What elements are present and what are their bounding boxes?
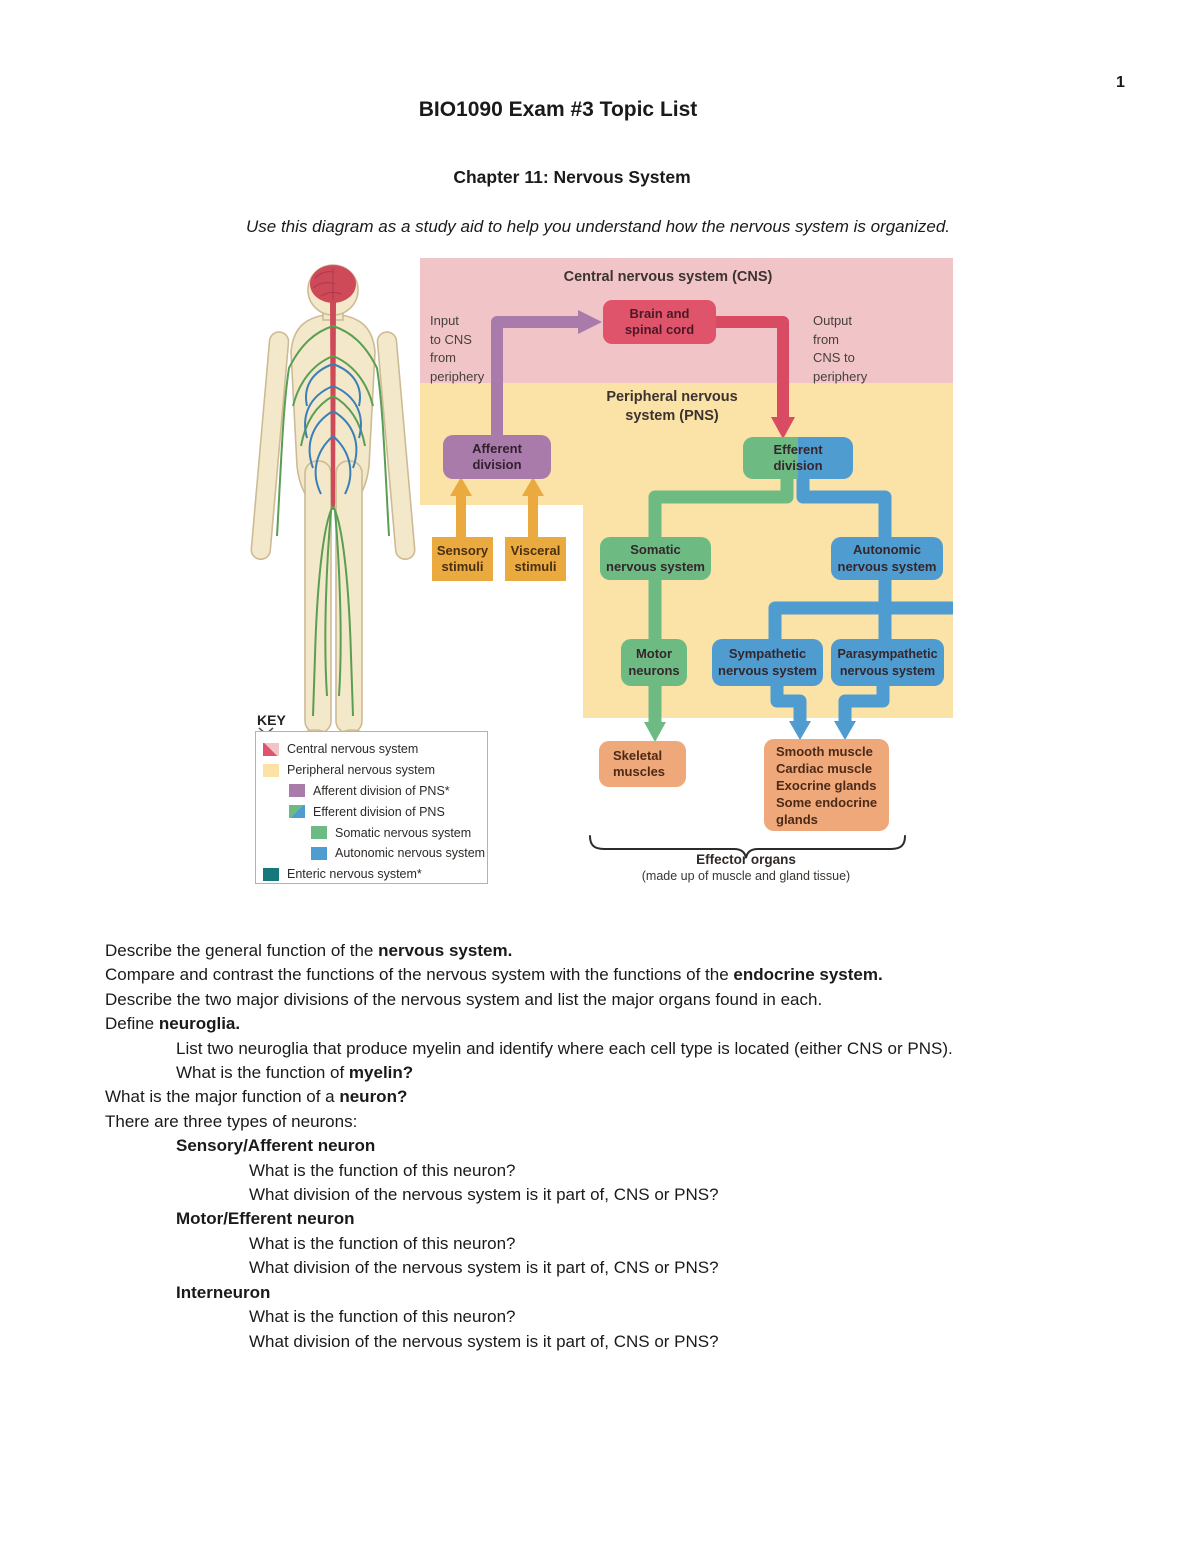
pns-region-label: Peripheral nervous system (PNS) bbox=[606, 389, 738, 424]
key-item-label: Peripheral nervous system bbox=[287, 763, 435, 778]
somatic-swatch bbox=[311, 826, 327, 840]
question-line: What division of the nervous system is i… bbox=[249, 1185, 719, 1205]
question-line: List two neuroglia that produce myelin a… bbox=[176, 1038, 953, 1058]
arrowhead bbox=[834, 721, 856, 740]
input-label: Input to CNS from periphery bbox=[430, 313, 485, 384]
key-item-enteric: Enteric nervous system* bbox=[256, 864, 487, 885]
key-item-efferent: Efferent division of PNS bbox=[256, 801, 487, 822]
key-item-afferent: Afferent division of PNS* bbox=[256, 781, 487, 802]
enteric-swatch bbox=[263, 867, 279, 881]
page-number: 1 bbox=[1116, 74, 1125, 91]
sympathetic-box: Sympathetic nervous system bbox=[712, 639, 823, 686]
question-line: Motor/Efferent neuron bbox=[176, 1209, 355, 1229]
efferent-swatch bbox=[289, 805, 305, 819]
intro-sentence: Use this diagram as a study aid to help … bbox=[246, 217, 950, 236]
question-line: Describe the general function of the ner… bbox=[105, 941, 513, 960]
afferent-swatch bbox=[289, 784, 305, 798]
question-line: What is the function of myelin? bbox=[176, 1063, 414, 1083]
motor-neurons-box: Motor neurons bbox=[621, 639, 687, 686]
key-item-label: Somatic nervous system bbox=[335, 825, 472, 840]
question-line: What is the major function of a neuron? bbox=[105, 1087, 408, 1107]
brain-spinal-cord-box: Brain and spinal cord bbox=[603, 300, 716, 344]
question-line: Compare and contrast the functions of th… bbox=[105, 965, 883, 985]
key-item-cns: Central nervous system bbox=[256, 739, 487, 760]
autonomic-swatch bbox=[311, 846, 327, 860]
skeletal-muscles-box: Skeletal muscles bbox=[599, 741, 686, 787]
output-label: Output from CNS to periphery bbox=[813, 313, 868, 384]
efferent-division-box: Efferent division bbox=[743, 437, 853, 479]
effector-brace bbox=[589, 835, 906, 859]
question-line: Define neuroglia. bbox=[105, 1014, 241, 1034]
cns-region-label: Central nervous system (CNS) bbox=[563, 269, 773, 285]
key-item-label: Autonomic nervous system bbox=[335, 846, 486, 861]
key-item-pns: Peripheral nervous system bbox=[256, 760, 487, 781]
page-title: BIO1090 Exam #3 Topic List bbox=[418, 98, 698, 121]
autonomic-nervous-system-box: Autonomic nervous system bbox=[831, 537, 943, 580]
parasympathetic-box: Parasympathetic nervous system bbox=[831, 639, 944, 686]
topic-question-list: Describe the general function of the ner… bbox=[105, 939, 1105, 1354]
somatic-nervous-system-box: Somatic nervous system bbox=[600, 537, 711, 580]
visceral-stimuli-box: Visceral stimuli bbox=[505, 537, 566, 581]
key-title: KEY bbox=[257, 712, 286, 728]
effector-caption-title: Effector organs bbox=[696, 852, 796, 867]
effector-caption-sub: (made up of muscle and gland tissue) bbox=[641, 869, 851, 883]
key-item-label: Central nervous system bbox=[287, 742, 419, 757]
question-line: What is the function of this neuron? bbox=[249, 1307, 516, 1327]
pns-swatch bbox=[263, 763, 279, 777]
question-line: What is the function of this neuron? bbox=[249, 1160, 516, 1180]
key-item-label: Afferent division of PNS* bbox=[313, 783, 450, 798]
cns-swatch bbox=[263, 742, 279, 756]
key-item-autonomic: Autonomic nervous system bbox=[256, 843, 487, 864]
question-line: There are three types of neurons: bbox=[105, 1111, 358, 1131]
arrowhead bbox=[789, 721, 811, 740]
chapter-heading: Chapter 11: Nervous System bbox=[453, 167, 691, 187]
key-item-label: Enteric nervous system* bbox=[287, 867, 422, 882]
nerves-graphic bbox=[276, 325, 390, 717]
gland-effectors-box: Smooth muscle Cardiac muscle Exocrine gl… bbox=[764, 739, 889, 831]
question-line: What division of the nervous system is i… bbox=[249, 1331, 719, 1351]
sensory-stimuli-box: Sensory stimuli bbox=[432, 537, 493, 581]
question-line: Interneuron bbox=[176, 1282, 271, 1302]
arrowhead bbox=[644, 722, 666, 742]
key-item-somatic: Somatic nervous system bbox=[256, 822, 487, 843]
afferent-division-box: Afferent division bbox=[443, 435, 551, 479]
key-item-label: Efferent division of PNS bbox=[313, 804, 445, 819]
question-line: Sensory/Afferent neuron bbox=[176, 1136, 376, 1156]
question-line: What division of the nervous system is i… bbox=[249, 1258, 719, 1278]
human-nervous-system-illustration bbox=[250, 264, 416, 749]
question-line: What is the function of this neuron? bbox=[249, 1233, 516, 1253]
question-line: Describe the two major divisions of the … bbox=[105, 989, 823, 1009]
